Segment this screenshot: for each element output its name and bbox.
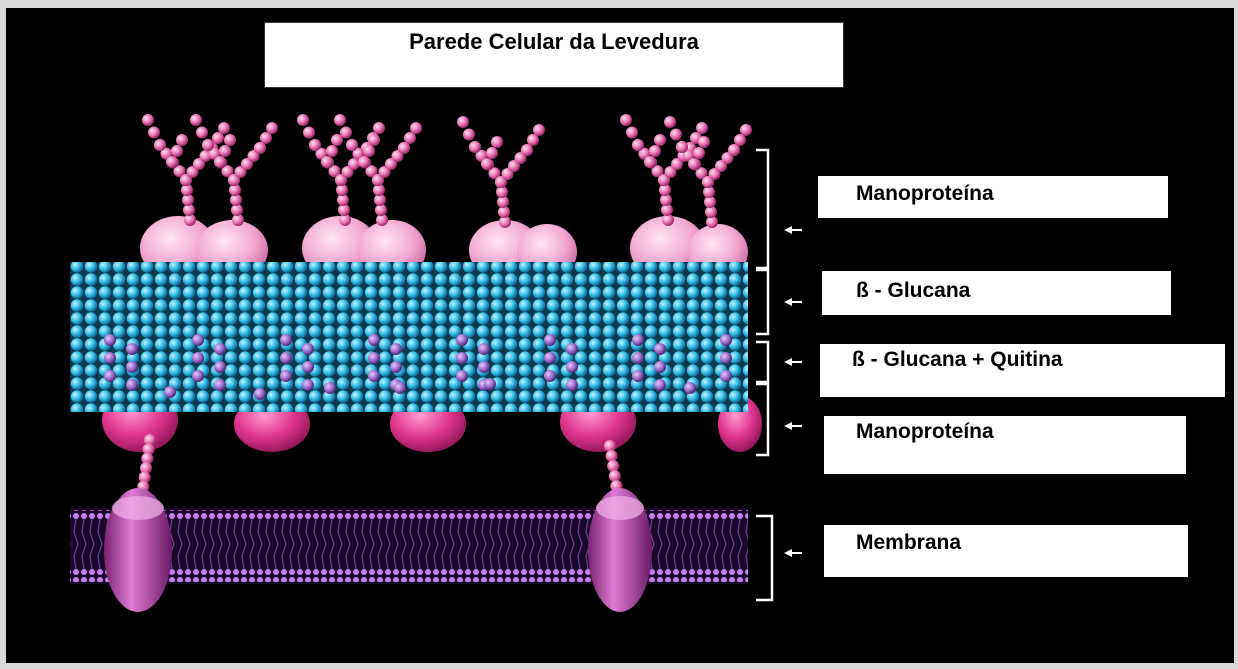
- glucan-layer: [70, 262, 748, 412]
- label-mannoprotein-top: Manoproteína: [818, 176, 1168, 218]
- label-membrane: Membrana: [824, 525, 1188, 577]
- layer-brackets: [756, 150, 772, 600]
- plasma-membrane: [70, 488, 748, 612]
- label-beta-glucan-chitin: ß - Glucana + Quitina: [820, 344, 1225, 397]
- layer-arrows: [784, 226, 802, 557]
- label-beta-glucan: ß - Glucana: [822, 271, 1171, 315]
- diagram-title: Parede Celular da Levedura: [264, 22, 844, 88]
- membrane-linker-chains: [136, 434, 624, 502]
- label-mannoprotein-bottom: Manoproteína: [824, 416, 1186, 474]
- mannan-chains: [142, 114, 752, 228]
